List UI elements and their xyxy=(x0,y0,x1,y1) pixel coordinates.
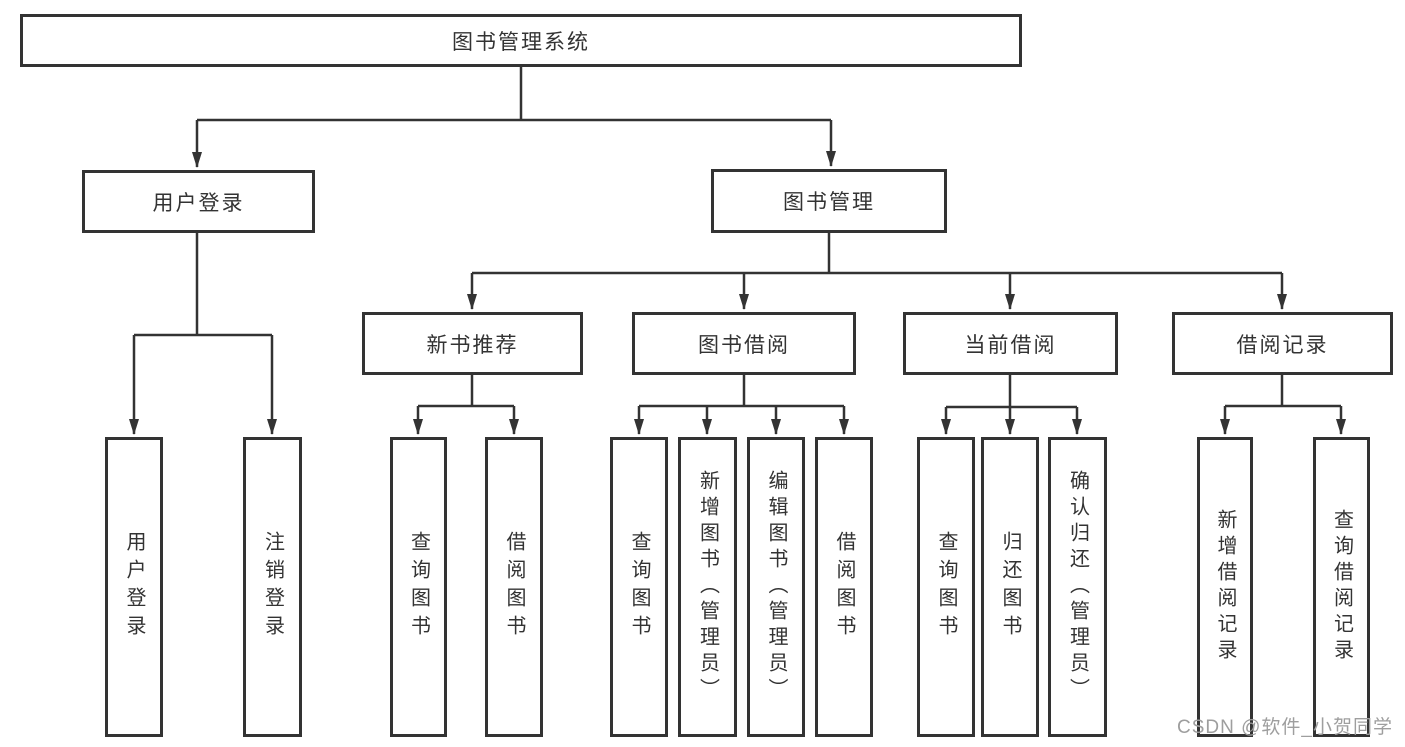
node-label: 编辑图书（管理员） xyxy=(765,470,787,704)
leaf-user-login: 用户登录 xyxy=(105,437,163,737)
node-label: 图书管理系统 xyxy=(452,30,590,54)
node-label: 归还图书 xyxy=(999,531,1021,643)
node-label: 用户登录 xyxy=(123,531,145,643)
node-label: 查询借阅记录 xyxy=(1330,509,1353,665)
node-label: 图书借阅 xyxy=(698,333,790,357)
leaf-add-books-admin: 新增图书（管理员） xyxy=(678,437,737,737)
leaf-borrow-books-recommend: 借阅图书 xyxy=(485,437,543,737)
csdn-watermark: CSDN @软件_小贺同学 xyxy=(1177,717,1393,738)
node-user-login: 用户登录 xyxy=(82,170,315,233)
node-borrow-records: 借阅记录 xyxy=(1172,312,1393,375)
node-book-management-system: 图书管理系统 xyxy=(20,14,1022,67)
leaf-logout: 注销登录 xyxy=(243,437,302,737)
node-label: 确认归还（管理员） xyxy=(1066,470,1089,704)
node-label: 查询图书 xyxy=(407,531,430,643)
leaf-confirm-return-admin: 确认归还（管理员） xyxy=(1048,437,1107,737)
node-label: 借阅记录 xyxy=(1236,333,1329,357)
node-label: 图书管理 xyxy=(783,191,875,214)
node-label: 用户登录 xyxy=(152,191,245,215)
leaf-query-books-current: 查询图书 xyxy=(917,437,975,737)
node-label: 当前借阅 xyxy=(964,333,1057,357)
leaf-edit-books-admin: 编辑图书（管理员） xyxy=(747,437,805,737)
node-label: 新增图书（管理员） xyxy=(696,470,719,704)
node-label: 借阅图书 xyxy=(833,531,855,643)
leaf-query-books-recommend: 查询图书 xyxy=(390,437,447,737)
node-book-borrow: 图书借阅 xyxy=(632,312,856,375)
leaf-add-borrow-record: 新增借阅记录 xyxy=(1197,437,1253,737)
node-book-management: 图书管理 xyxy=(711,169,947,233)
node-label: 新书推荐 xyxy=(426,333,519,357)
node-label: 借阅图书 xyxy=(503,531,525,643)
node-label: 查询图书 xyxy=(628,531,650,643)
leaf-return-books: 归还图书 xyxy=(981,437,1039,737)
leaf-borrow-books: 借阅图书 xyxy=(815,437,873,737)
node-new-book-recommend: 新书推荐 xyxy=(362,312,583,375)
node-label: 查询图书 xyxy=(935,531,957,643)
node-label: 新增借阅记录 xyxy=(1214,509,1236,665)
leaf-query-books-borrow: 查询图书 xyxy=(610,437,668,737)
node-current-borrow: 当前借阅 xyxy=(903,312,1118,375)
node-label: 注销登录 xyxy=(261,531,284,643)
leaf-query-borrow-record: 查询借阅记录 xyxy=(1313,437,1370,737)
